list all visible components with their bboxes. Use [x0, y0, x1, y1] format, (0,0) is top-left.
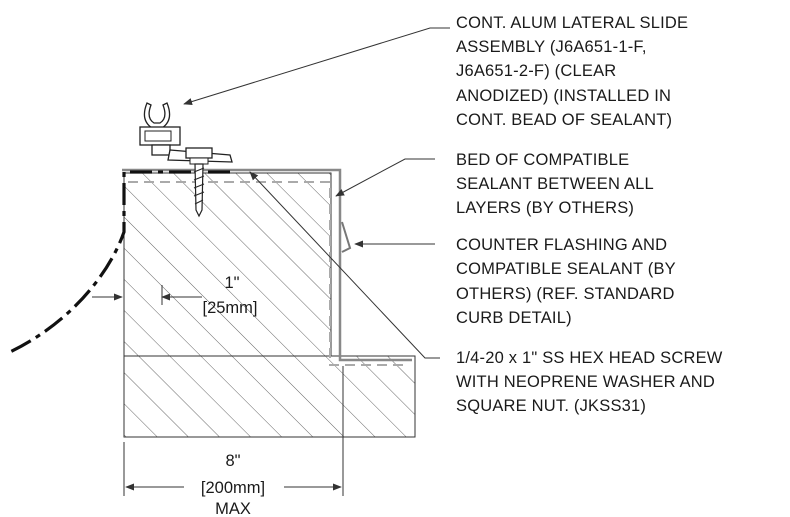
leader-lines [183, 27, 450, 359]
callout-screw: 1/4-20 x 1" SS HEX HEAD SCREW WITH NEOPR… [456, 349, 723, 415]
wood-blocking [123, 172, 416, 438]
svg-text:SEALANT BETWEEN ALL: SEALANT BETWEEN ALL [456, 175, 654, 193]
leader-slide-assembly [183, 27, 450, 106]
lower-nailer [123, 355, 416, 438]
svg-text:BED OF COMPATIBLE: BED OF COMPATIBLE [456, 151, 629, 169]
svg-text:J6A651-2-F) (CLEAR: J6A651-2-F) (CLEAR [456, 62, 616, 80]
leader-sealant-bed [335, 158, 435, 197]
dimension-offset: 1" [25mm] [92, 274, 258, 317]
flashing-membrane [122, 168, 412, 366]
metal-flashing [122, 168, 412, 362]
svg-text:OTHERS) (REF. STANDARD: OTHERS) (REF. STANDARD [456, 285, 675, 303]
callout-counter-flashing: COUNTER FLASHING AND COMPATIBLE SEALANT … [456, 236, 676, 327]
dimension-width-mm: [200mm] [201, 479, 265, 497]
svg-text:ANODIZED) (INSTALLED IN: ANODIZED) (INSTALLED IN [456, 87, 671, 105]
svg-text:CONT. ALUM LATERAL SLIDE: CONT. ALUM LATERAL SLIDE [456, 14, 688, 32]
dimension-width: 8" [200mm] MAX [123, 366, 344, 517]
sealant-bed-line [128, 181, 405, 366]
callout-sealant-bed: BED OF COMPATIBLE SEALANT BETWEEN ALL LA… [456, 151, 654, 217]
upper-nailer [123, 172, 332, 357]
dimension-offset-mm: [25mm] [202, 299, 257, 317]
roof-membrane-line [9, 170, 230, 354]
svg-text:CONT. BEAD OF SEALANT): CONT. BEAD OF SEALANT) [456, 111, 672, 129]
svg-text:CURB DETAIL): CURB DETAIL) [456, 309, 572, 327]
hex-head-screw [185, 147, 213, 218]
leader-screw [249, 171, 440, 359]
dimension-width-max: MAX [215, 500, 251, 517]
svg-text:COMPATIBLE SEALANT (BY: COMPATIBLE SEALANT (BY [456, 260, 676, 278]
svg-text:COUNTER FLASHING AND: COUNTER FLASHING AND [456, 236, 667, 254]
callout-slide-assembly: CONT. ALUM LATERAL SLIDE ASSEMBLY (J6A65… [456, 14, 688, 129]
svg-text:LAYERS (BY OTHERS): LAYERS (BY OTHERS) [456, 199, 634, 217]
dimension-width-in: 8" [225, 452, 240, 470]
svg-text:1/4-20 x 1" SS HEX HEAD SCREW: 1/4-20 x 1" SS HEX HEAD SCREW [456, 349, 723, 367]
dimension-offset-in: 1" [224, 274, 239, 292]
counter-flashing-kick [341, 221, 352, 253]
svg-text:SQUARE NUT. (JKSS31): SQUARE NUT. (JKSS31) [456, 397, 646, 415]
svg-text:ASSEMBLY (J6A651-1-F,: ASSEMBLY (J6A651-1-F, [456, 38, 647, 56]
svg-text:WITH NEOPRENE WASHER AND: WITH NEOPRENE WASHER AND [456, 373, 715, 391]
